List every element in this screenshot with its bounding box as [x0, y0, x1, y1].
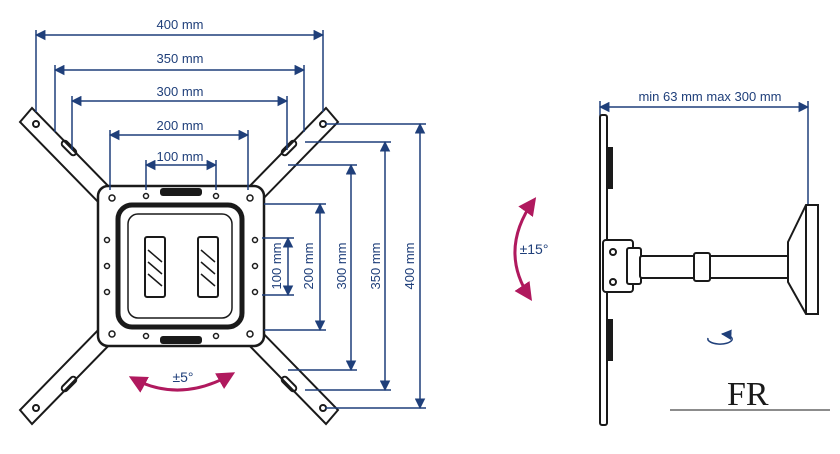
- bracket-left: [144, 236, 166, 298]
- dim-label-v-300: 300 mm: [334, 243, 349, 290]
- mount-arms: [18, 106, 340, 426]
- mounting-plate: [96, 184, 266, 348]
- dim-label-h-100: 100 mm: [157, 149, 204, 164]
- dim-label-h-350: 350 mm: [157, 51, 204, 66]
- vertical-dimension-labels: 100 mm 200 mm 300 mm 350 mm 400 mm: [269, 243, 417, 290]
- vesa-holes: [103, 192, 259, 340]
- tilt-hinge: [602, 239, 642, 293]
- brand-logo: FR: [670, 376, 830, 413]
- wall-plate-side: [787, 204, 819, 315]
- tilt-indicator: ±15°: [513, 197, 549, 301]
- extension-label: min 63 mm max 300 mm: [638, 89, 781, 104]
- rotation-arrow-icon: [128, 372, 236, 393]
- dim-label-v-100: 100 mm: [269, 243, 284, 290]
- horizontal-dimensions: [34, 29, 325, 190]
- tilt-label: ±15°: [520, 241, 549, 257]
- extension-dimension: [598, 101, 810, 205]
- dim-label-h-300: 300 mm: [157, 84, 204, 99]
- horizontal-dimension-labels: 400 mm 350 mm 300 mm 200 mm 100 mm: [157, 17, 204, 164]
- logo-text: FR: [727, 376, 769, 413]
- bracket-right: [197, 236, 219, 298]
- extension-arm: [639, 252, 791, 282]
- dim-label-v-200: 200 mm: [301, 243, 316, 290]
- swivel-arrow-icon: [707, 329, 733, 345]
- dim-label-h-400: 400 mm: [157, 17, 204, 32]
- vertical-dimensions: [262, 122, 426, 410]
- front-view: 400 mm 350 mm 300 mm 200 mm 100 mm 100 m…: [18, 17, 426, 426]
- side-view: min 63 mm max 300 mm ±15°: [513, 89, 819, 426]
- tilt-arrow-icon: [513, 197, 537, 301]
- dim-label-v-350: 350 mm: [368, 243, 383, 290]
- dim-label-v-400: 400 mm: [402, 243, 417, 290]
- rotation-label: ±5°: [172, 369, 193, 385]
- dim-label-h-200: 200 mm: [157, 118, 204, 133]
- rotation-indicator: ±5°: [128, 369, 236, 393]
